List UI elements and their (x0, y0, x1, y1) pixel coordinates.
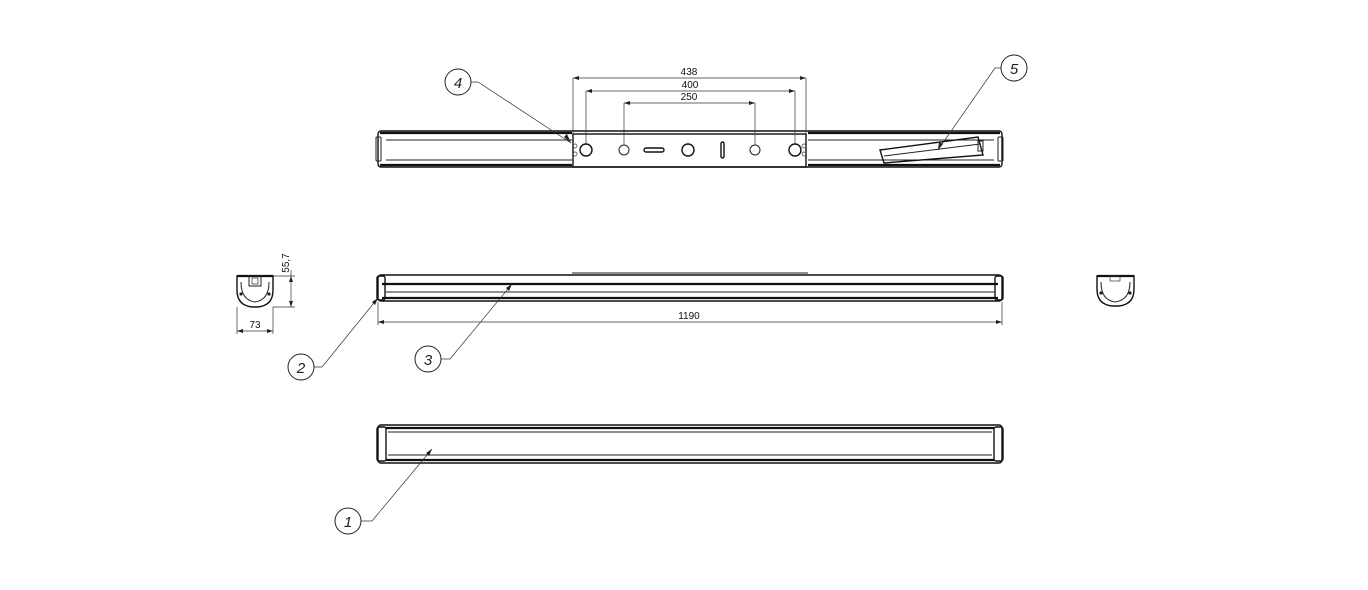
dimension-end-width: 73 (249, 320, 261, 331)
bracket-slot (643, 147, 665, 153)
front-view: 1190 (376, 272, 1004, 325)
mounting-bracket (572, 133, 807, 168)
dimension-400: 400 (682, 80, 699, 91)
end-view-right (1096, 274, 1135, 307)
bracket-hole (749, 144, 761, 156)
callout-1: 1 (344, 514, 352, 531)
bracket-hole (579, 143, 593, 157)
bracket-hole (618, 144, 630, 156)
driver-cover (879, 136, 984, 164)
bracket-hole (681, 143, 695, 157)
callout-3: 3 (424, 352, 433, 369)
bottom-view-body (377, 424, 1003, 464)
bottom-view (376, 424, 1004, 464)
callout-5: 5 (1010, 61, 1019, 78)
end-view-left: 55,7 73 (236, 253, 295, 334)
dimension-end-height: 55,7 (281, 253, 292, 273)
dimension-250: 250 (681, 92, 698, 103)
mounting-dimensions: 438 400 250 (572, 67, 807, 145)
dimension-438: 438 (681, 67, 698, 78)
callouts: 4 5 2 3 1 (287, 54, 1028, 535)
bracket-hole (788, 143, 802, 157)
front-view-body (377, 274, 1003, 302)
bracket-slot (720, 141, 725, 159)
callout-2: 2 (296, 360, 306, 377)
callout-4: 4 (454, 75, 462, 92)
dimension-overall-length: 1190 (678, 311, 700, 322)
top-view (375, 130, 1004, 168)
